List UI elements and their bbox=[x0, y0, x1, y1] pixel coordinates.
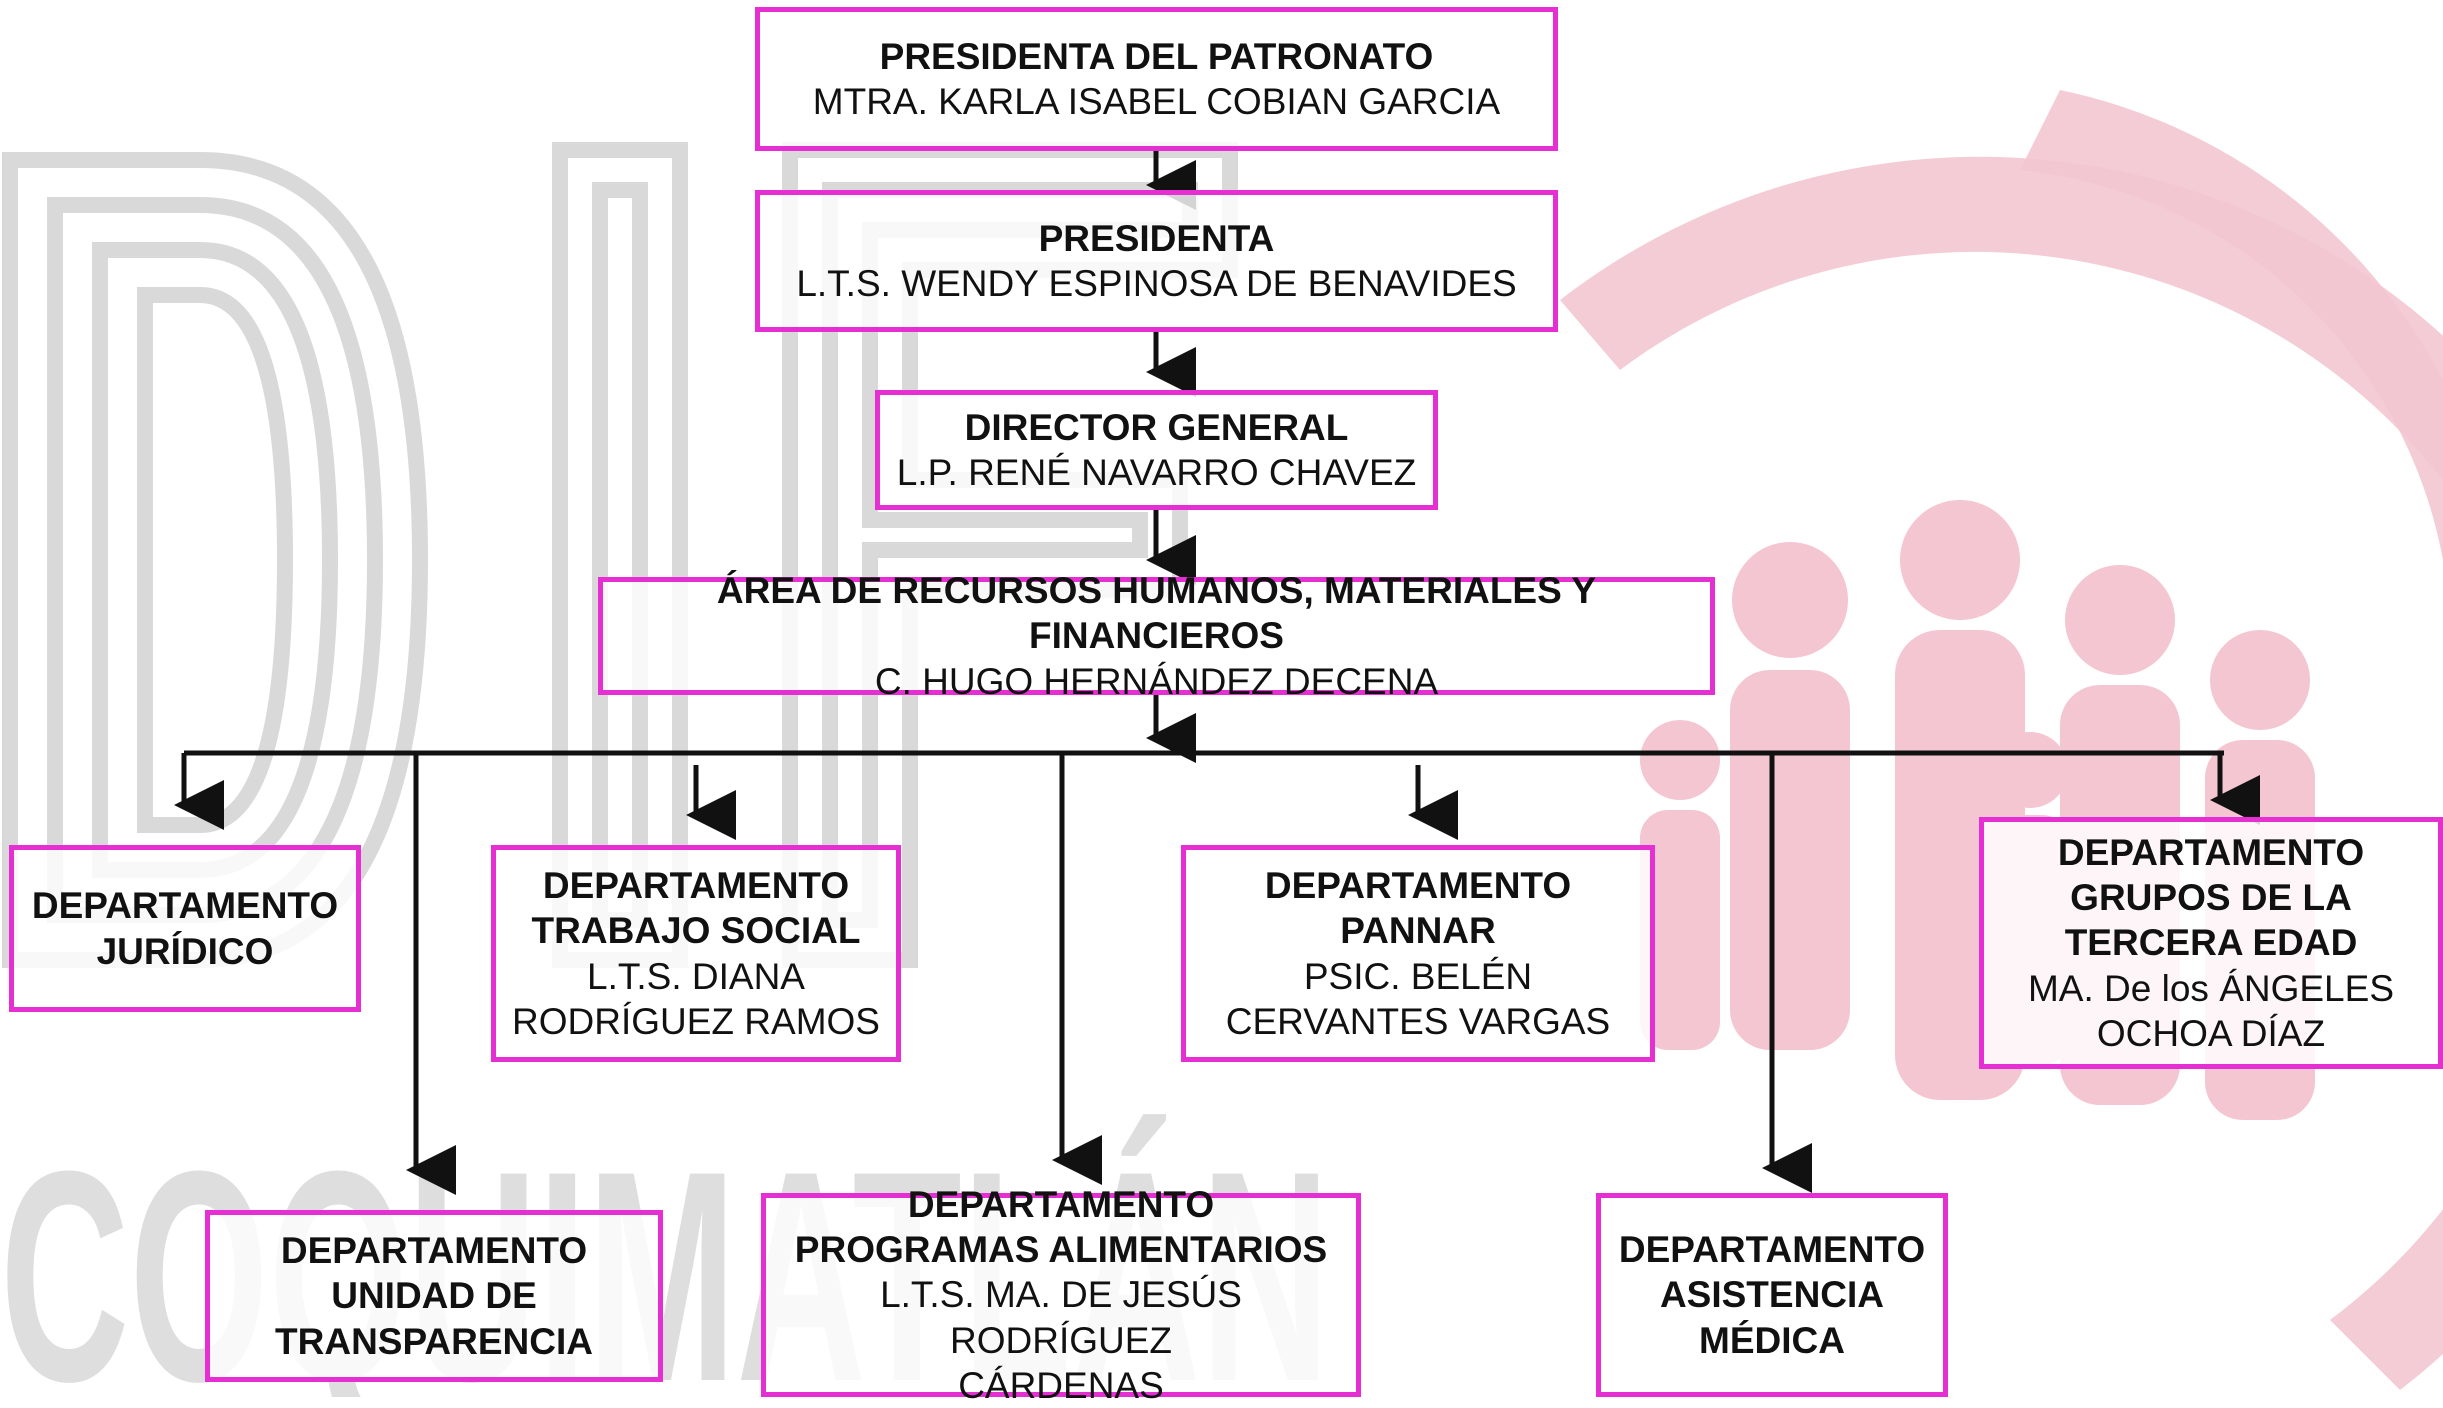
node-recursos-humanos: ÁREA DE RECURSOS HUMANOS, MATERIALES Y F… bbox=[598, 570, 1715, 702]
node-departamento-asistencia-medica: DEPARTAMENTO ASISTENCIA MÉDICA bbox=[1596, 1193, 1948, 1397]
node-person: L.T.S. WENDY ESPINOSA DE BENAVIDES bbox=[796, 263, 1517, 304]
node-departamento-transparencia: DEPARTAMENTO UNIDAD DE TRANSPARENCIA bbox=[205, 1210, 663, 1382]
node-title: DEPARTAMENTO PROGRAMAS ALIMENTARIOS bbox=[794, 1184, 1328, 1271]
node-departamento-pannar: DEPARTAMENTO PANNAR PSIC. BELÉN CERVANTE… bbox=[1181, 845, 1655, 1062]
node-person: MTRA. KARLA ISABEL COBIAN GARCIA bbox=[812, 81, 1501, 122]
node-director-general: DIRECTOR GENERAL L.P. RENÉ NAVARRO CHAVE… bbox=[875, 390, 1438, 510]
node-presidenta-patronato: PRESIDENTA DEL PATRONATO MTRA. KARLA ISA… bbox=[755, 7, 1558, 151]
node-departamento-tercera-edad: DEPARTAMENTO GRUPOS DE LA TERCERA EDAD M… bbox=[1979, 817, 2443, 1069]
node-departamento-programas-alimentarios: DEPARTAMENTO PROGRAMAS ALIMENTARIOS L.T.… bbox=[761, 1184, 1361, 1406]
node-departamento-trabajo-social: DEPARTAMENTO TRABAJO SOCIAL L.T.S. DIANA… bbox=[491, 845, 901, 1062]
node-title: DEPARTAMENTO PANNAR bbox=[1264, 865, 1572, 952]
node-title: ÁREA DE RECURSOS HUMANOS, MATERIALES Y F… bbox=[716, 570, 1597, 657]
node-person: C. HUGO HERNÁNDEZ DECENA bbox=[874, 660, 1439, 702]
node-person: MA. De los ÁNGELES OCHOA DÍAZ bbox=[2027, 967, 2394, 1054]
node-title: PRESIDENTA bbox=[1038, 217, 1275, 259]
node-title: DEPARTAMENTO UNIDAD DE TRANSPARENCIA bbox=[275, 1230, 593, 1362]
node-person: L.P. RENÉ NAVARRO CHAVEZ bbox=[896, 452, 1417, 493]
node-presidenta: PRESIDENTA L.T.S. WENDY ESPINOSA DE BENA… bbox=[755, 190, 1558, 332]
node-person: L.T.S. DIANA RODRÍGUEZ RAMOS bbox=[512, 955, 880, 1042]
node-title: DEPARTAMENTO GRUPOS DE LA TERCERA EDAD bbox=[2057, 832, 2365, 964]
node-title: DEPARTAMENTO JURÍDICO bbox=[31, 885, 339, 972]
node-title: DEPARTAMENTO ASISTENCIA MÉDICA bbox=[1618, 1229, 1926, 1361]
node-departamento-juridico: DEPARTAMENTO JURÍDICO bbox=[9, 845, 361, 1012]
node-title: PRESIDENTA DEL PATRONATO bbox=[879, 35, 1434, 77]
node-title: DEPARTAMENTO TRABAJO SOCIAL bbox=[531, 865, 861, 952]
node-person: PSIC. BELÉN CERVANTES VARGAS bbox=[1225, 955, 1611, 1042]
node-person: L.T.S. MA. DE JESÚS RODRÍGUEZ CÁRDENAS bbox=[880, 1274, 1242, 1406]
node-title: DIRECTOR GENERAL bbox=[964, 406, 1349, 448]
